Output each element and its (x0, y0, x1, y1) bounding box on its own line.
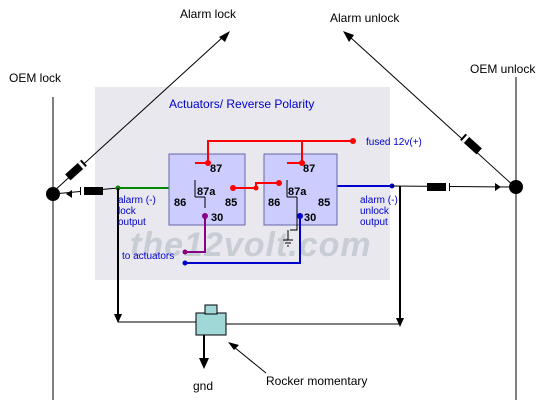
diagram-title: Actuators/ Reverse Polarity (169, 97, 314, 111)
actuator-wire-purple (185, 216, 206, 253)
relay1-pin-30: 30 (211, 212, 223, 224)
oem-lock-label: OEM lock (9, 71, 62, 85)
lock-output-label: alarm (-) lock output (118, 195, 159, 228)
alarm-unlock-wire (349, 36, 517, 189)
relay2-pin-87a: 87a (288, 186, 307, 198)
relay2-pin-30: 30 (304, 212, 316, 224)
lock-to-rocker-arrow (114, 314, 122, 323)
lock-output-arrow (66, 190, 72, 198)
relay1-pin-86: 86 (174, 197, 186, 209)
lock-output-diode (80, 187, 103, 195)
alarm-unlock-label: Alarm unlock (330, 11, 400, 25)
unlock-output-diode (427, 183, 450, 191)
ground-wiring (204, 197, 298, 240)
unlock-output-line-2: unlock (360, 206, 390, 217)
lock-output-line-3: output (118, 217, 146, 228)
relay1-pin-87a: 87a (197, 186, 216, 198)
alarm-lock-diode (65, 159, 87, 181)
rocker-callout-line (233, 346, 267, 374)
to-actuators-label: to actuators (122, 251, 174, 262)
relay-1: 87 87a 86 85 30 (168, 153, 246, 226)
relay2-pin-85: 85 (318, 197, 330, 209)
unlock-output-arrow (495, 183, 501, 191)
relay1-85-dot (230, 185, 236, 191)
relay2-87-dot (299, 160, 305, 166)
relay-internal-wiring (194, 180, 297, 198)
fused-dot (350, 138, 356, 144)
power-junction (253, 185, 259, 191)
rocker-switch (195, 304, 227, 336)
lock-output-line-2: lock (118, 206, 137, 217)
unlock-output-line-1: alarm (-) (360, 195, 398, 206)
rocker-label: Rocker momentary (266, 374, 367, 388)
relay2-86-dot (276, 180, 282, 186)
relay1-30-dot (202, 213, 208, 219)
fused-label: fused 12v(+) (366, 137, 422, 148)
alarm-unlock-arrow (343, 31, 354, 42)
relay1-87-dot (205, 160, 211, 166)
unlock-output-label: alarm (-) unlock output (360, 195, 401, 228)
actuator-purple-dot (182, 249, 188, 255)
relay2-pin-87: 87 (303, 163, 315, 175)
relay2-pin-86: 86 (268, 197, 280, 209)
relay2-30-dot (297, 213, 303, 219)
alarm-lock-label: Alarm lock (180, 7, 237, 21)
watermark: the12volt.com (130, 226, 372, 264)
rocker-callout-arrow (228, 342, 239, 350)
relay-2: 87 87a 86 85 30 (263, 153, 338, 226)
actuator-wire-blue (185, 216, 301, 264)
alarm-lock-arrow (219, 31, 230, 42)
unlock-to-rocker-arrow (396, 318, 404, 327)
ground-icon (283, 239, 293, 247)
lock-output-line-1: alarm (-) (118, 195, 156, 206)
gnd-label: gnd (193, 379, 213, 393)
unlock-output-line-3: output (360, 217, 388, 228)
actuator-blue-dot (182, 260, 188, 266)
oem-unlock-label: OEM unlock (470, 62, 536, 76)
alarm-unlock-diode (460, 133, 482, 155)
gnd-arrow (199, 358, 209, 369)
relay1-pin-87: 87 (210, 163, 222, 175)
relay1-pin-85: 85 (225, 197, 237, 209)
